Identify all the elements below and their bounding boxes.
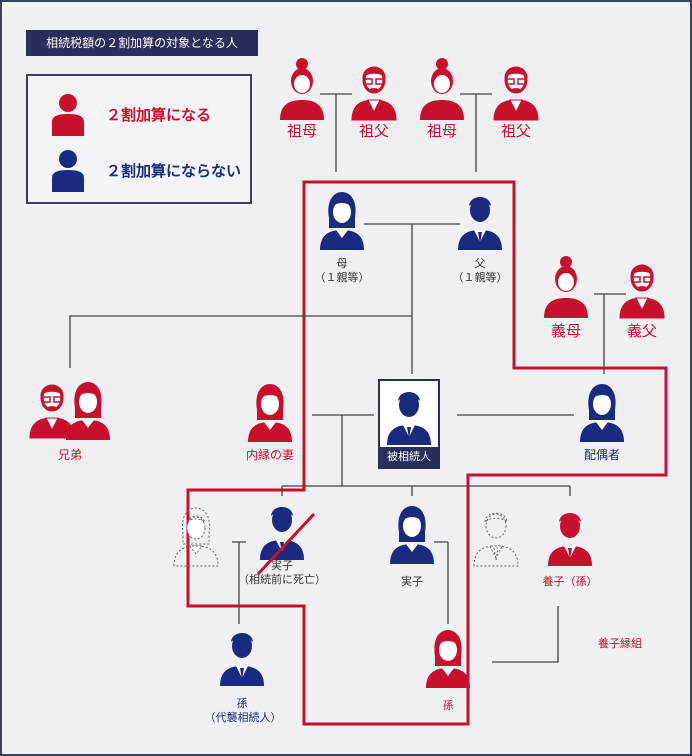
deceased-child-label: 実子 [271,559,293,572]
common-law-wife-label: 内縁の妻 [245,448,294,462]
adoption-note: 養子縁組 [598,637,642,650]
grandmother-icon-1 [280,58,324,120]
child-icon [390,506,434,564]
father-degree: （１親等） [452,271,508,284]
deceased-portrait-icon [387,392,431,445]
mother-in-law-label: 義母 [550,322,581,340]
grandfather-label-1: 祖父 [358,122,389,140]
common-law-wife-icon [248,384,292,442]
father-icon [458,197,502,250]
siblings-label: 兄弟 [57,448,82,462]
diagram-title: 相続税額の２割加算の対象となる人 [26,30,258,56]
adopted-grandchild-icon [548,513,592,566]
deceased-strike-icon [256,512,316,576]
deceased-child-spouse-outline-icon [173,507,219,567]
child-spouse-outline-icon [473,512,519,567]
grandfather-icon-1 [350,65,398,122]
grandmother-label-1: 祖母 [286,122,317,140]
grandchild-representative-note: （代襲相続人） [204,711,282,724]
legend-applies: ２割加算になる [46,92,246,142]
mother-icon [320,192,364,250]
brother-icon [28,383,76,440]
father-in-law-icon [618,263,666,320]
blue-person-icon [52,150,84,192]
legend-not-applies: ２割加算にならない [46,148,246,198]
grandchild-representative-label: 孫 [236,697,248,710]
adopted-grandchild-label: 養子（孫） [542,575,598,588]
legend-not-applies-label: ２割加算にならない [106,162,242,180]
grandmother-icon-2 [420,58,464,120]
spouse-label: 配偶者 [583,448,620,462]
father-in-law-label: 義父 [626,322,657,340]
father-label: 父 [474,257,486,270]
legend: ２割加算になる ２割加算にならない [26,74,252,204]
mother-label: 母 [336,257,348,270]
deceased-child-note: （相続前に死亡） [238,573,326,586]
grandchild-representative-icon [220,633,264,686]
deceased-label: 被相続人 [378,447,440,467]
child-label: 実子 [401,575,423,588]
legend-applies-label: ２割加算になる [106,106,212,124]
grandchild-icon [426,630,470,688]
grandfather-label-2: 祖父 [500,122,531,140]
mother-in-law-icon [544,256,588,318]
grandfather-icon-2 [492,65,540,122]
grandmother-label-2: 祖母 [426,122,457,140]
red-person-icon [52,94,84,136]
spouse-icon [580,384,624,442]
sister-icon [66,382,110,440]
non-surcharge-boundary [186,180,668,726]
mother-degree: （１親等） [314,271,370,284]
relation-lines [69,93,626,663]
grandchild-label: 孫 [442,699,454,712]
